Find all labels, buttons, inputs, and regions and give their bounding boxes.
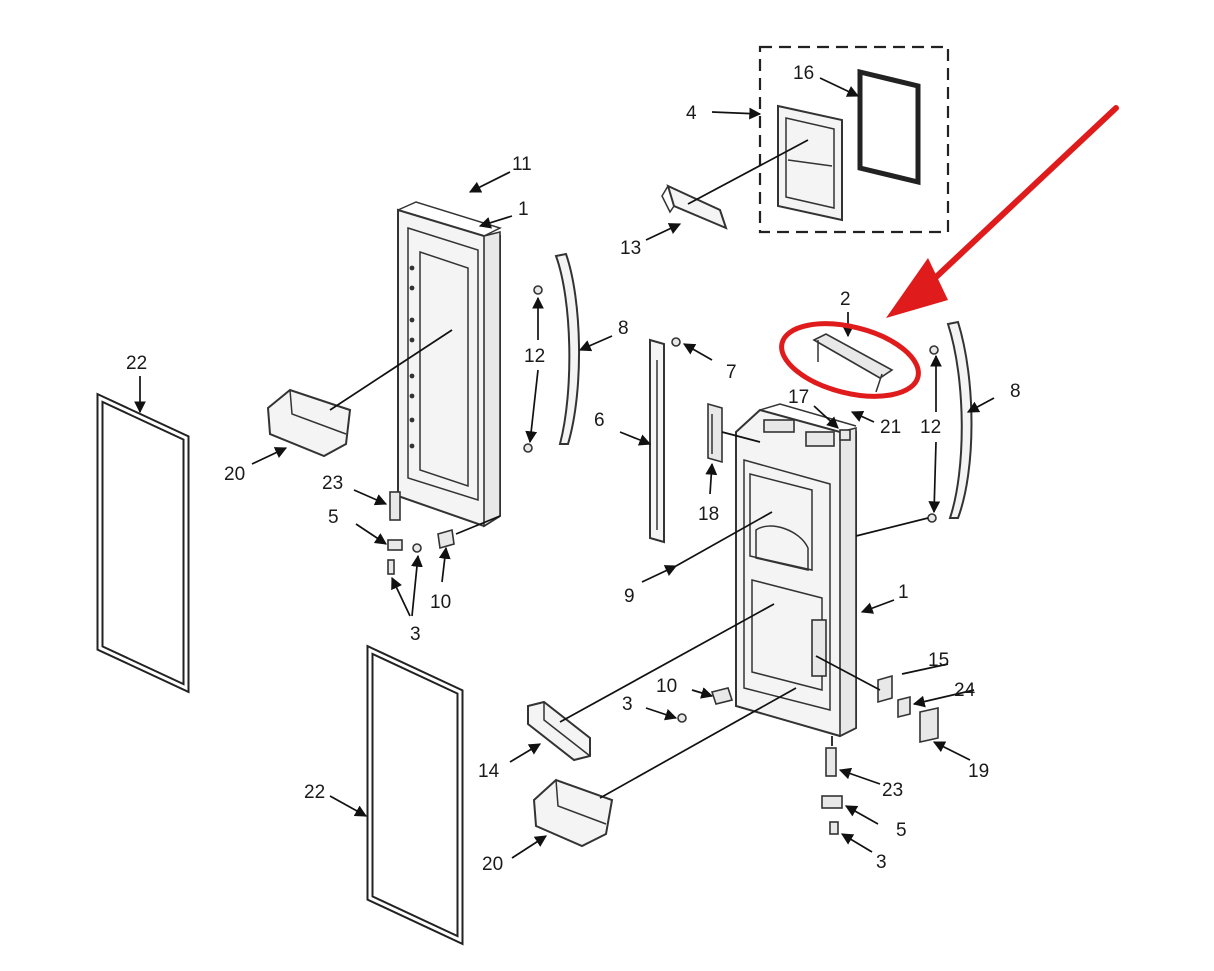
callout-22-lower: 22 bbox=[304, 782, 325, 803]
lower-bins bbox=[527, 700, 614, 848]
lower-drawer-gasket bbox=[366, 644, 464, 946]
callout-5-right: 5 bbox=[896, 820, 907, 841]
callout-22: 22 bbox=[126, 353, 147, 374]
callout-24: 24 bbox=[954, 680, 976, 701]
highlight-ellipse bbox=[779, 321, 921, 399]
callout-2: 2 bbox=[840, 289, 851, 310]
callout-16: 16 bbox=[793, 63, 814, 84]
highlight-arrow-head bbox=[886, 258, 948, 318]
left-refrigerator-door bbox=[266, 201, 580, 575]
kit-dashed-box bbox=[661, 45, 950, 234]
callout-20: 20 bbox=[224, 464, 245, 485]
callout-12-right: 12 bbox=[920, 417, 941, 438]
callout-1-right: 1 bbox=[898, 582, 909, 603]
right-dispenser-door bbox=[677, 320, 973, 835]
callout-10-right: 10 bbox=[656, 676, 677, 697]
callout-15: 15 bbox=[928, 650, 949, 671]
callout-10: 10 bbox=[430, 592, 451, 613]
callout-5: 5 bbox=[328, 507, 339, 528]
callout-4: 4 bbox=[686, 103, 697, 124]
callout-20-lower: 20 bbox=[482, 854, 503, 875]
callout-23: 23 bbox=[322, 473, 343, 494]
callout-3: 3 bbox=[410, 624, 421, 645]
callout-12: 12 bbox=[524, 346, 545, 367]
leader-lines bbox=[134, 77, 995, 859]
callout-11: 11 bbox=[512, 154, 532, 175]
callout-8: 8 bbox=[618, 318, 629, 339]
callout-7: 7 bbox=[726, 362, 737, 383]
callout-3-right: 3 bbox=[876, 852, 887, 873]
callout-3-center: 3 bbox=[622, 694, 633, 715]
callout-8-right: 8 bbox=[1010, 381, 1021, 402]
highlight-arrow-shaft bbox=[915, 105, 1119, 297]
callout-14: 14 bbox=[478, 761, 500, 782]
callout-19: 19 bbox=[968, 761, 989, 782]
highlight-annotation bbox=[779, 105, 1119, 399]
callout-9: 9 bbox=[624, 586, 635, 607]
callout-21: 21 bbox=[880, 417, 901, 438]
callout-labels: 16 4 11 1 13 2 8 22 12 7 17 21 8 12 6 20… bbox=[126, 63, 1021, 875]
callout-6: 6 bbox=[594, 410, 605, 431]
callout-13: 13 bbox=[620, 238, 641, 259]
left-door-gasket bbox=[96, 392, 190, 694]
center-mullion-parts bbox=[649, 337, 723, 544]
callout-17: 17 bbox=[788, 387, 809, 408]
callout-23-right: 23 bbox=[882, 780, 903, 801]
callout-18: 18 bbox=[698, 504, 719, 525]
callout-1: 1 bbox=[518, 199, 529, 220]
